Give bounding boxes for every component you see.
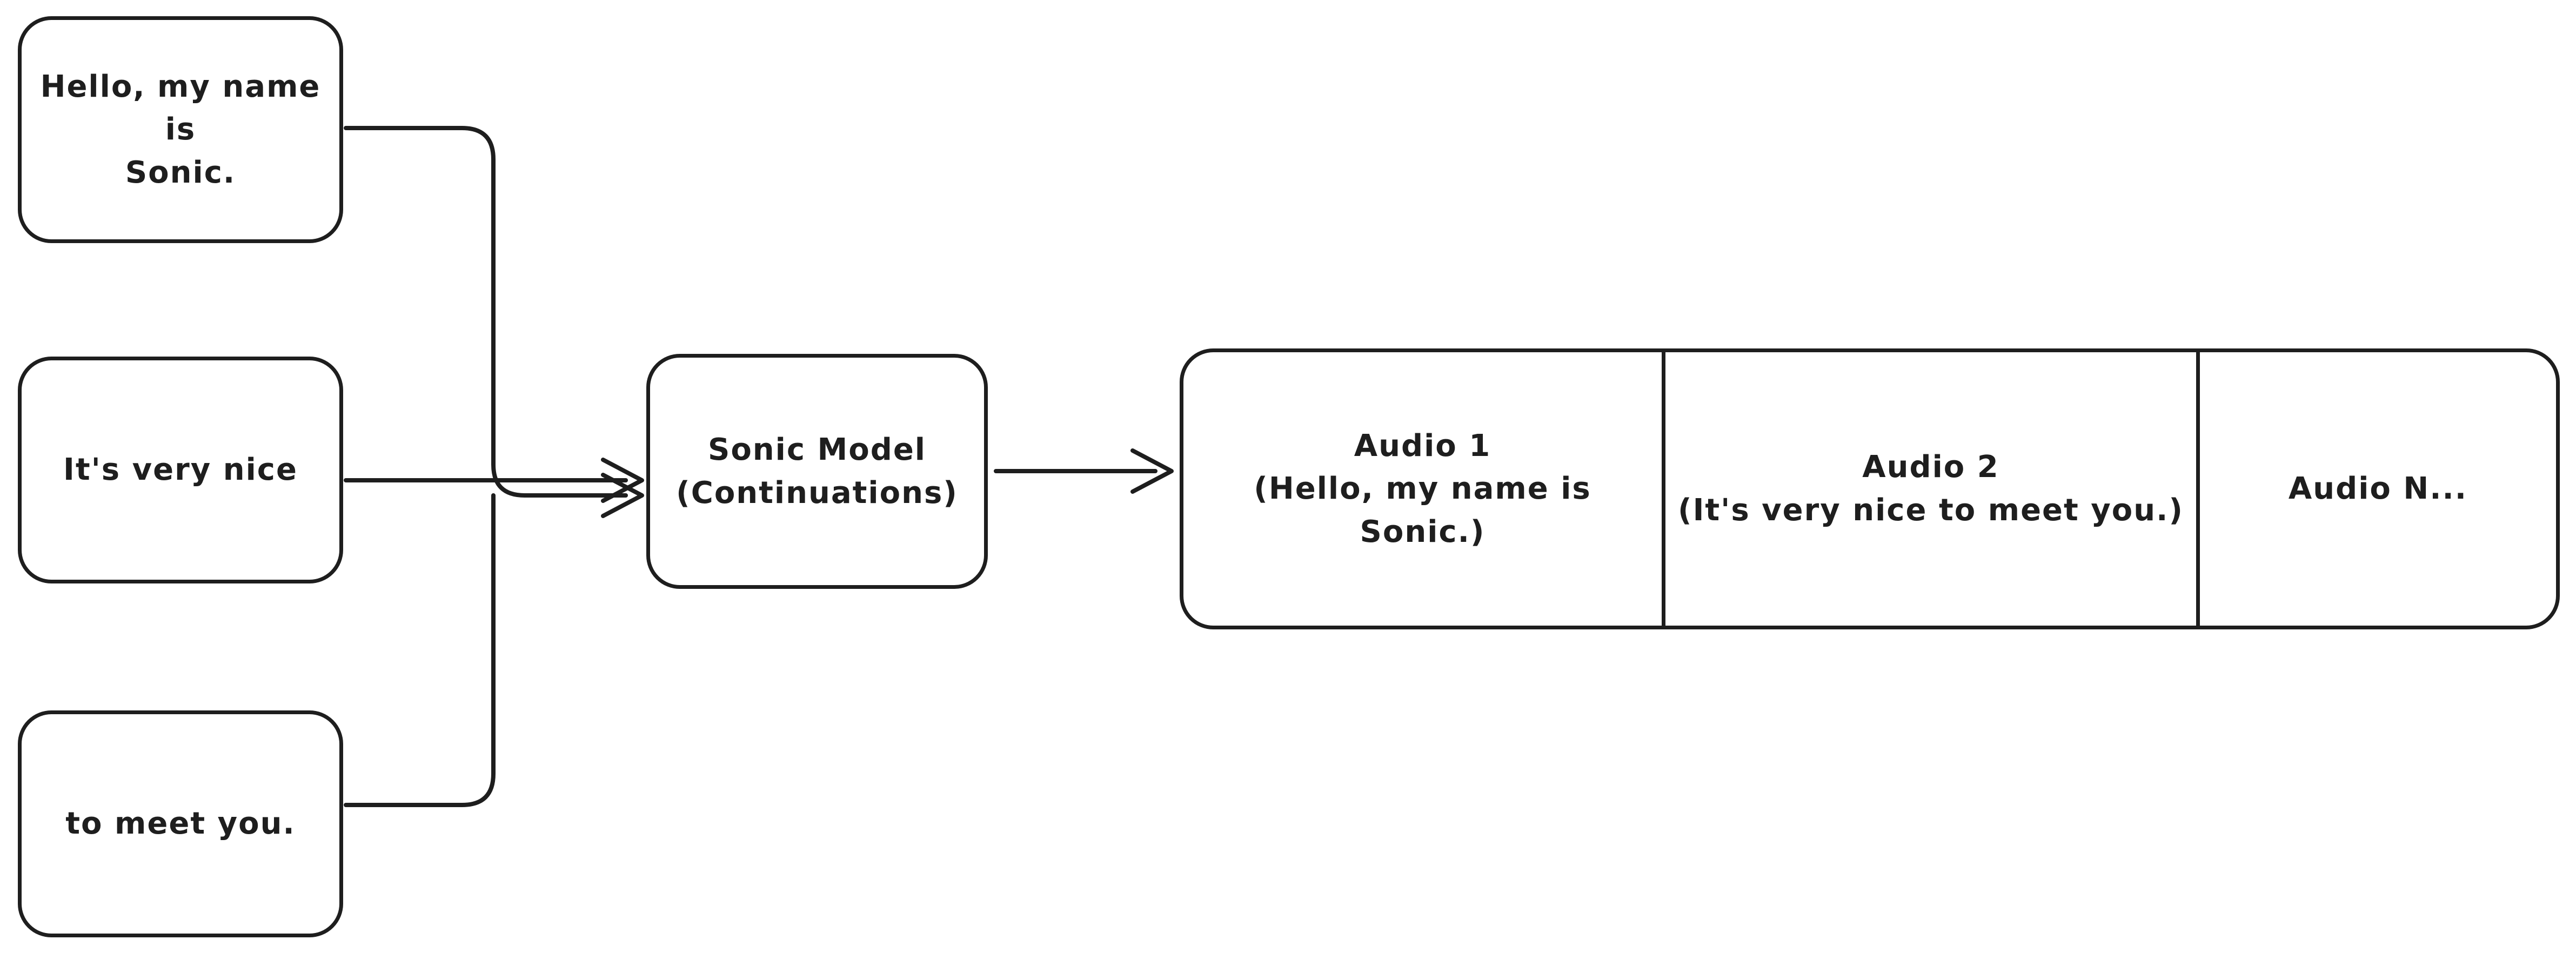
output-segment-audio-2: Audio 2 (It's very nice to meet you.) [1662,352,2196,626]
arrowhead-output-icon [1130,448,1174,494]
output-segment-audio-1: Audio 1 (Hello, my name is Sonic.) [1183,352,1662,626]
output-segment-audio-n-label: Audio N... [2288,471,2468,507]
output-box: Audio 1 (Hello, my name is Sonic.) Audio… [1180,348,2560,629]
model-box: Sonic Model (Continuations) [646,354,988,589]
input-box-2-label: It's very nice [63,452,298,488]
input-box-3: to meet you. [18,710,343,937]
arrowhead-upper-icon [601,458,644,503]
model-box-label: Sonic Model (Continuations) [676,432,958,511]
input-box-1: Hello, my name is Sonic. [18,16,343,243]
output-segment-audio-n: Audio N... [2196,352,2556,626]
input-box-2: It's very nice [18,357,343,583]
output-segment-audio-2-label: Audio 2 (It's very nice to meet you.) [1677,449,2184,528]
arrow-input-3-to-model [344,493,496,807]
input-box-1-label: Hello, my name is Sonic. [40,69,321,190]
input-box-3-label: to meet you. [65,806,296,842]
arrow-input-1-to-model [344,126,628,498]
output-segment-audio-1-label: Audio 1 (Hello, my name is Sonic.) [1254,428,1591,549]
